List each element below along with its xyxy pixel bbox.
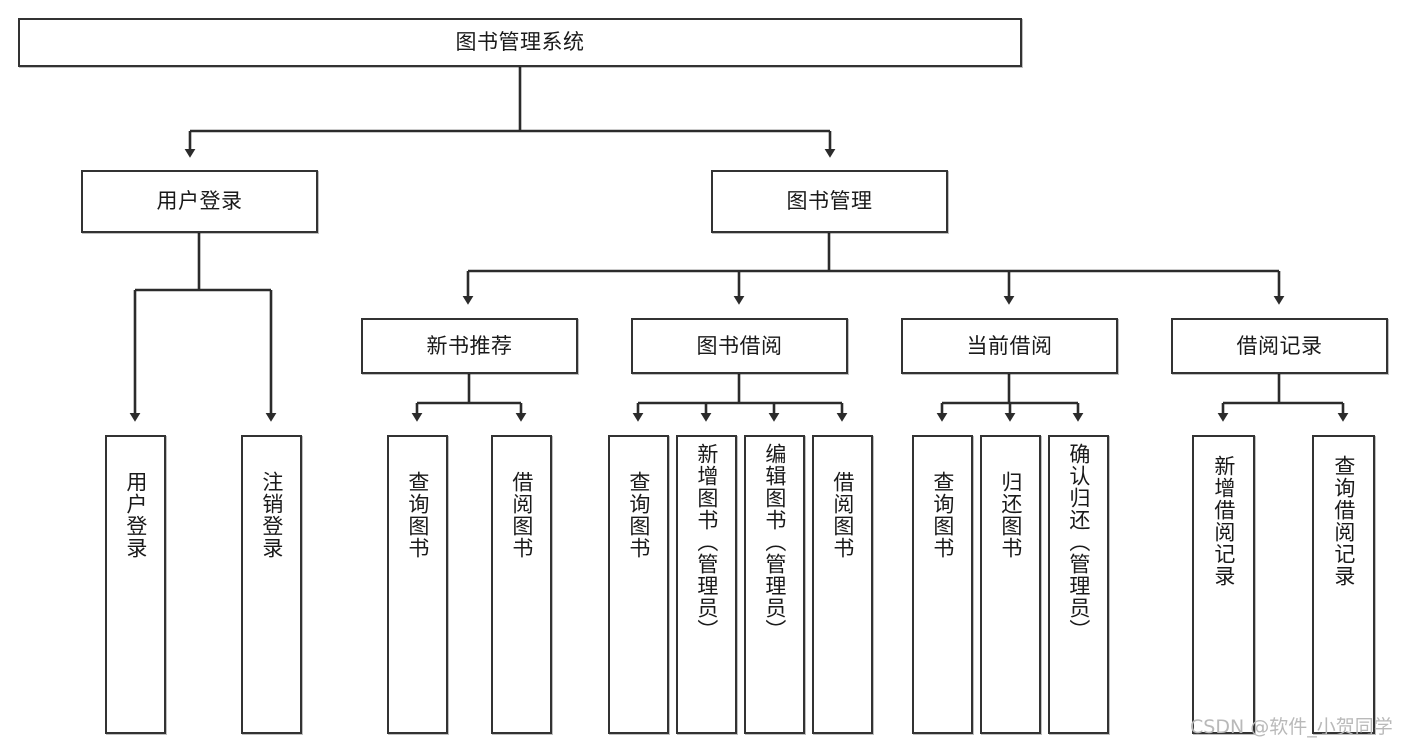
node-new-book-recommend-label: 新书推荐 xyxy=(426,333,513,358)
node-leaf-user-login-label: 用户登录 xyxy=(123,471,148,559)
node-leaf-borrow-book-2[interactable]: 借阅图书 xyxy=(812,435,873,734)
node-new-book-recommend[interactable]: 新书推荐 xyxy=(361,318,578,374)
node-leaf-borrow-book-2-label: 借阅图书 xyxy=(830,471,855,559)
node-leaf-return-book[interactable]: 归还图书 xyxy=(980,435,1041,734)
csdn-watermark: CSDN @软件_小贺同学 xyxy=(1190,716,1393,738)
node-leaf-add-record[interactable]: 新增借阅记录 xyxy=(1192,435,1255,734)
node-leaf-add-book-label: 新增图书（管理员） xyxy=(694,443,719,641)
node-leaf-add-book[interactable]: 新增图书（管理员） xyxy=(676,435,737,734)
node-leaf-query-book-1-label: 查询图书 xyxy=(405,471,430,559)
node-leaf-query-book-3[interactable]: 查询图书 xyxy=(912,435,973,734)
node-leaf-query-book-2-label: 查询图书 xyxy=(626,471,651,559)
node-borrow-record[interactable]: 借阅记录 xyxy=(1171,318,1388,374)
node-book-borrow[interactable]: 图书借阅 xyxy=(631,318,848,374)
node-leaf-query-book-3-label: 查询图书 xyxy=(930,471,955,559)
node-leaf-return-book-label: 归还图书 xyxy=(998,471,1023,559)
node-user-login[interactable]: 用户登录 xyxy=(81,170,318,233)
node-leaf-user-login[interactable]: 用户登录 xyxy=(105,435,166,734)
node-root-label: 图书管理系统 xyxy=(455,30,585,55)
node-leaf-add-record-label: 新增借阅记录 xyxy=(1211,455,1236,587)
node-leaf-query-book-2[interactable]: 查询图书 xyxy=(608,435,669,734)
node-leaf-borrow-book-1-label: 借阅图书 xyxy=(509,471,534,559)
node-current-borrow[interactable]: 当前借阅 xyxy=(901,318,1118,374)
node-book-manage-label: 图书管理 xyxy=(786,189,873,214)
node-user-login-label: 用户登录 xyxy=(156,189,243,214)
node-root[interactable]: 图书管理系统 xyxy=(18,18,1022,67)
node-leaf-edit-book[interactable]: 编辑图书（管理员） xyxy=(744,435,805,734)
node-leaf-query-record[interactable]: 查询借阅记录 xyxy=(1312,435,1375,734)
node-leaf-confirm-return-label: 确认归还（管理员） xyxy=(1066,443,1091,641)
node-leaf-edit-book-label: 编辑图书（管理员） xyxy=(762,443,787,641)
node-leaf-confirm-return[interactable]: 确认归还（管理员） xyxy=(1048,435,1109,734)
node-book-manage[interactable]: 图书管理 xyxy=(711,170,948,233)
node-leaf-borrow-book-1[interactable]: 借阅图书 xyxy=(491,435,552,734)
node-current-borrow-label: 当前借阅 xyxy=(966,333,1053,358)
node-borrow-record-label: 借阅记录 xyxy=(1236,333,1323,358)
node-leaf-logout-login-label: 注销登录 xyxy=(259,471,284,559)
node-leaf-query-book-1[interactable]: 查询图书 xyxy=(387,435,448,734)
node-leaf-query-record-label: 查询借阅记录 xyxy=(1331,455,1356,587)
node-leaf-logout-login[interactable]: 注销登录 xyxy=(241,435,302,734)
node-book-borrow-label: 图书借阅 xyxy=(696,333,783,358)
